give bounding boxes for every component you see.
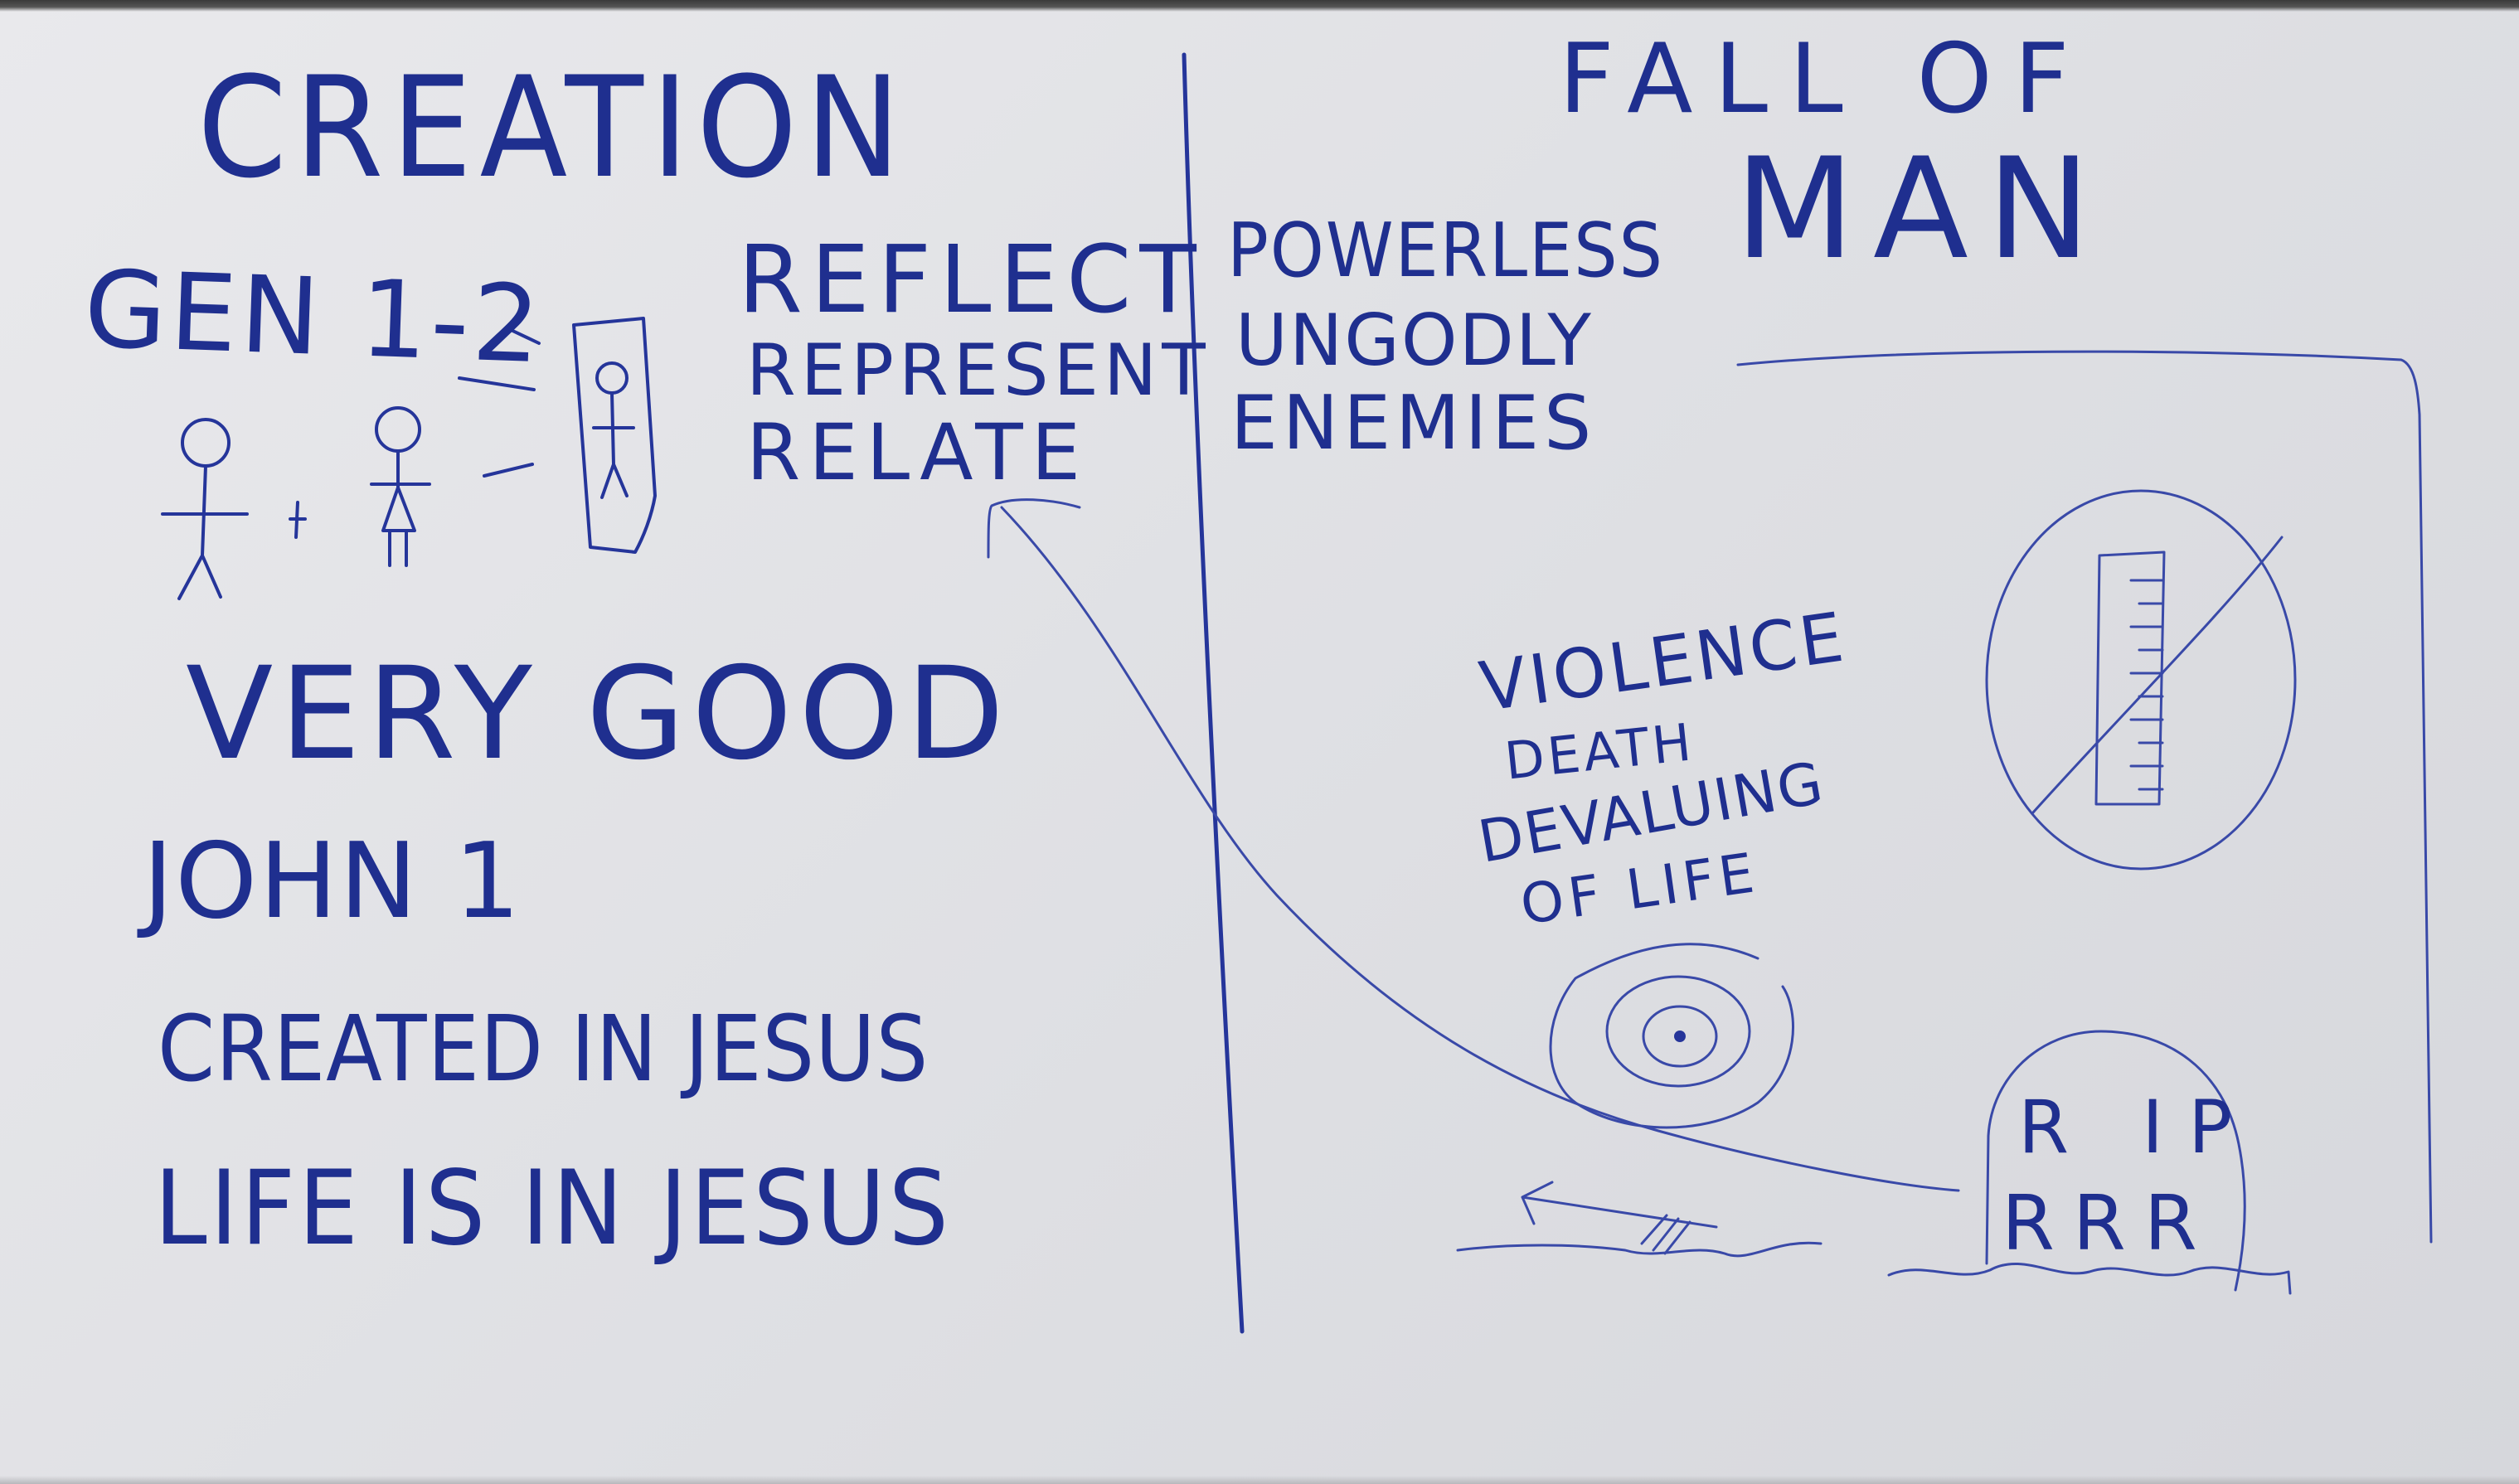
arrow-icon: [1456, 1181, 1823, 1258]
created-in-jesus-label: CREATED IN JESUS: [158, 996, 929, 1102]
fall-frame-line: [1736, 350, 2433, 1244]
genesis-reference: GEN 1-2: [82, 248, 546, 388]
state-ungodly: UNGODLY: [1235, 299, 1593, 382]
fall-title-line1: FALL OF: [1559, 23, 2091, 135]
fall-title-line2: MAN: [1735, 128, 2109, 290]
center-divider-line: [1182, 52, 1245, 1334]
image-list-item-reflect: REFLECT: [738, 226, 1205, 334]
image-list-item-represent: REPRESENT: [746, 329, 1211, 412]
life-in-jesus-label: LIFE IS IN JESUS: [154, 1149, 952, 1268]
target-icon: [1549, 943, 1794, 1129]
board-frame-bottom: [0, 1476, 2519, 1484]
stick-figure-woman-icon: [370, 406, 431, 567]
state-powerless: POWERLESS: [1227, 207, 1664, 294]
plus-sign: [289, 501, 307, 539]
board-frame-top: [0, 0, 2519, 12]
tombstone-text-rip: R IP: [2018, 1084, 2258, 1170]
stick-figure-man-icon: [161, 418, 249, 600]
creation-title: CREATION: [197, 46, 909, 209]
long-curve-arrow: [987, 498, 1081, 559]
image-list-item-relate: RELATE: [746, 408, 1090, 498]
very-good-label: VERY GOOD: [186, 640, 1012, 788]
connector-dashes: [458, 327, 541, 478]
tombstone-icon: [1887, 1030, 2292, 1295]
state-enemies: ENEMIES: [1230, 380, 1597, 467]
crossed-out-ruler-icon: [1985, 489, 2297, 871]
john-reference: JOHN 1: [143, 820, 522, 942]
fall-curve-line: [1000, 506, 1960, 1192]
framed-figure-icon: [572, 317, 657, 554]
tombstone-text-rrr: RRR: [2002, 1179, 2216, 1268]
